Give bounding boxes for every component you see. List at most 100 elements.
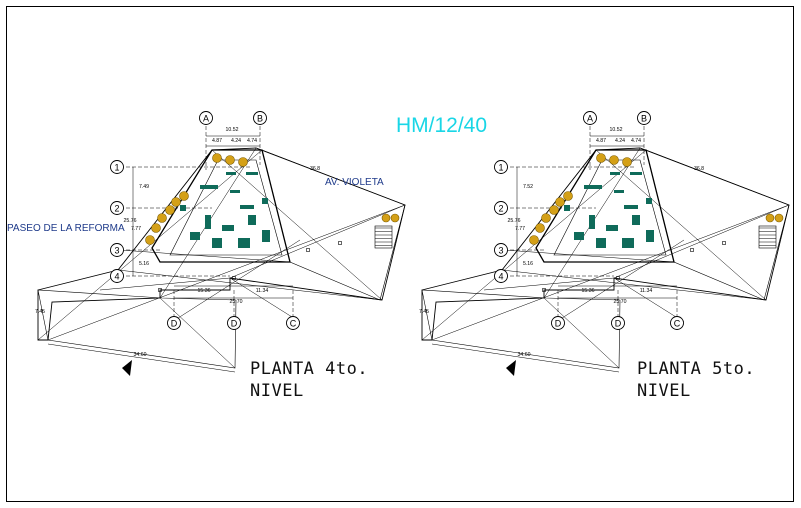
- construction-line: [558, 239, 685, 321]
- interior-fixture: [614, 190, 624, 193]
- north-arrow-icon: [506, 360, 516, 376]
- plan-caption-5th-line2: NIVEL: [637, 381, 691, 401]
- dimension-line: [47, 343, 236, 373]
- grid-bubble-4-label: 4: [498, 272, 503, 282]
- interior-fixture: [606, 225, 618, 231]
- tree-icon: [535, 223, 545, 233]
- dim-top-a: 4.87: [596, 138, 606, 144]
- stair-outline: [374, 225, 393, 249]
- interior-fixture: [589, 215, 595, 229]
- construction-line: [543, 297, 620, 369]
- dim-left-d: 5.16: [523, 261, 533, 267]
- interior-fixture: [200, 185, 218, 189]
- drawing-code-title: HM/12/40: [396, 114, 488, 137]
- grid-bubble-d2-label: D: [615, 319, 622, 329]
- construction-line: [501, 269, 767, 301]
- grid-bubble-d-label: D: [171, 319, 178, 329]
- grid-bubble-4-circle: [494, 269, 508, 283]
- interior-fixture: [610, 172, 620, 175]
- dim-top-b: 4.24: [615, 138, 625, 144]
- grid-bubble-c-label: C: [290, 319, 297, 329]
- grid-bubble-2-label: 2: [114, 204, 119, 214]
- grid-bubble-a-label: A: [587, 114, 593, 124]
- construction-line: [229, 204, 406, 279]
- interior-fixture: [262, 198, 268, 204]
- grid-bubble-4-label: 4: [114, 272, 119, 282]
- dim-top: 10.52: [610, 127, 623, 133]
- street-label-av-violeta: AV. VIOLETA: [325, 177, 384, 188]
- interior-fixture: [238, 238, 250, 248]
- dim-top-c: 4.74: [247, 138, 257, 144]
- column-mark: [722, 241, 726, 245]
- column-mark: [306, 248, 310, 252]
- building-core: [535, 149, 675, 263]
- tree-icon: [596, 153, 606, 163]
- grid-bubble-c-label: C: [674, 319, 681, 329]
- construction-line: [37, 149, 263, 341]
- grid-bubble-3-label: 3: [498, 246, 503, 256]
- grid-bubble-1-label: 1: [498, 163, 503, 173]
- interior-fixture: [622, 238, 634, 248]
- grid-bubble-d-label: D: [555, 319, 562, 329]
- grid-bubble-b-circle: [637, 111, 651, 125]
- grid-bubble-b-label: B: [257, 114, 263, 124]
- interior-fixture: [222, 225, 234, 231]
- drawing-frame: [6, 6, 794, 502]
- grid-bubble-3-circle: [110, 243, 124, 257]
- construction-line: [119, 249, 291, 263]
- interior-fixture: [624, 205, 638, 209]
- interior-fixture: [630, 172, 642, 175]
- dim-far-left: 7.45: [35, 309, 45, 315]
- dim-left-c: 25.76: [124, 218, 137, 224]
- dim-mid-c: 25.70: [614, 299, 627, 305]
- right-wing: [261, 149, 406, 301]
- tree-icon: [529, 235, 539, 245]
- construction-line: [613, 277, 685, 323]
- interior-fixture: [646, 230, 654, 242]
- interior-fixture: [646, 198, 652, 204]
- plaza-outline: [37, 289, 237, 369]
- interior-fixture: [180, 205, 186, 211]
- grid-bubble-d2-circle: [611, 316, 625, 330]
- dim-top-a: 4.87: [212, 138, 222, 144]
- construction-line: [117, 269, 383, 301]
- grid-bubble-d2-circle: [227, 316, 241, 330]
- construction-line: [595, 149, 767, 301]
- plan-caption-5th-line1: PLANTA 5to.: [637, 359, 756, 379]
- grid-bubble-2-circle: [494, 201, 508, 215]
- grid-bubble-d-circle: [167, 316, 181, 330]
- grid-bubble-2-label: 2: [498, 204, 503, 214]
- interior-fixture: [212, 238, 222, 248]
- column-mark: [158, 288, 162, 292]
- north-arrow-icon: [122, 360, 132, 376]
- dim-mid-a: 15.36: [198, 288, 211, 294]
- interior-fixture: [262, 230, 270, 242]
- dim-right-diag: 36.8: [694, 166, 704, 172]
- construction-line: [211, 149, 383, 301]
- grid-bubble-a-circle: [583, 111, 597, 125]
- column-mark: [232, 276, 236, 280]
- tree-icon: [381, 213, 391, 223]
- tree-icon: [563, 191, 573, 201]
- tree-icon: [774, 213, 784, 223]
- construction-line: [174, 239, 301, 321]
- grid-bubble-2-circle: [110, 201, 124, 215]
- tree-icon: [541, 213, 551, 223]
- grid-bubble-c-circle: [286, 316, 300, 330]
- grid-bubble-a-label: A: [203, 114, 209, 124]
- grid-bubble-1-label: 1: [114, 163, 119, 173]
- right-wing: [645, 149, 790, 301]
- grid-bubble-c-circle: [670, 316, 684, 330]
- grid-bubble-4-circle: [110, 269, 124, 283]
- dim-top: 10.52: [226, 127, 239, 133]
- tree-icon: [609, 155, 619, 165]
- grid-bubble-a-circle: [199, 111, 213, 125]
- tree-icon: [238, 157, 248, 167]
- construction-line: [47, 204, 406, 341]
- dimension-line: [431, 343, 620, 373]
- column-mark: [338, 241, 342, 245]
- tree-icon: [145, 235, 155, 245]
- column-mark: [542, 288, 546, 292]
